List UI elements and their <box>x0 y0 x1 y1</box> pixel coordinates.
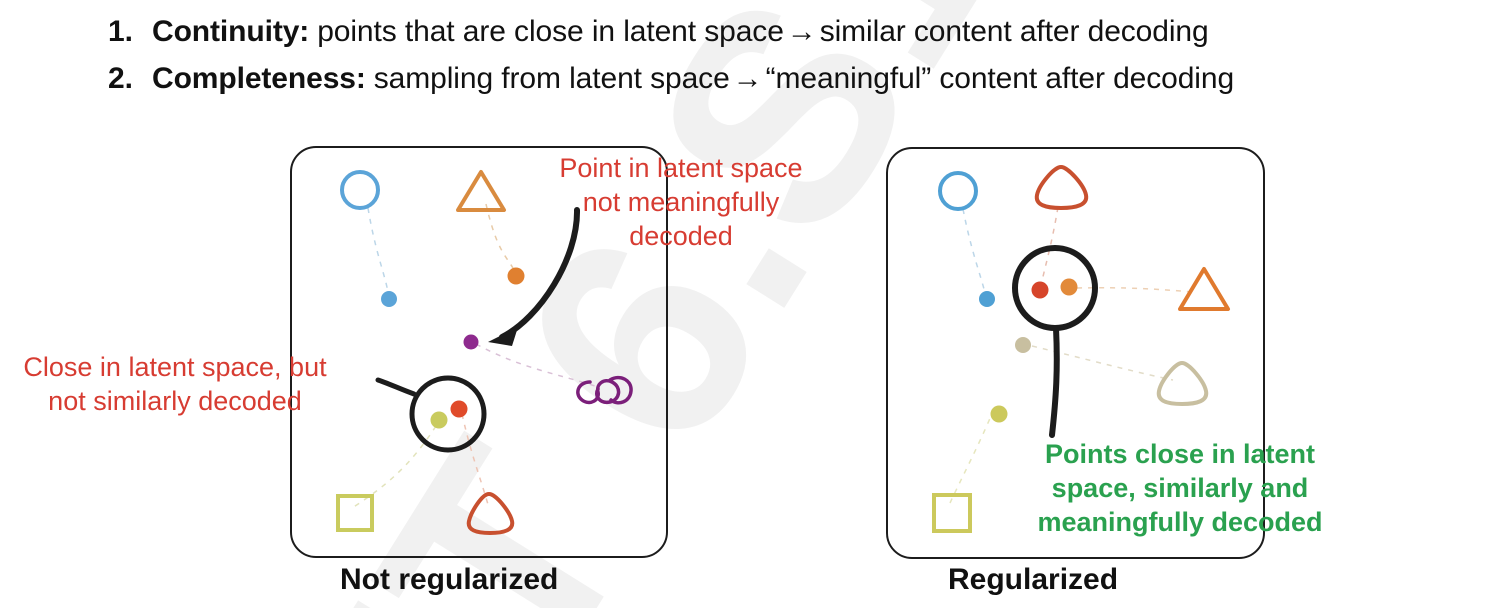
highlight-circle-left <box>409 375 487 453</box>
highlight-leader-line-right <box>1049 325 1060 438</box>
decoded-purple-squiggle <box>576 375 633 405</box>
bullet-text-after-arrow-1: similar content after decoding <box>819 15 1209 48</box>
connector-olive <box>351 425 437 509</box>
highlight-circle-right <box>1012 245 1098 331</box>
annotation-line: meaningfully decoded <box>1037 507 1323 537</box>
annotation-line: decoded <box>629 221 733 251</box>
regularized-diagram <box>932 165 1230 533</box>
connector-olive <box>949 408 995 504</box>
annotation-line: Close in latent space, but <box>23 352 327 382</box>
connector-red <box>461 413 490 509</box>
latent-point-tan <box>1015 337 1031 353</box>
bullet-text-before-arrow-1: points that are close in latent space <box>317 15 784 48</box>
bullet-text-before-arrow-2: sampling from latent space <box>373 62 730 95</box>
connector-blue <box>367 207 390 299</box>
bullet-item-1: 1. Continuity: points that are close in … <box>108 8 1488 55</box>
decoded-blue-circle <box>340 170 380 210</box>
bullet-text-after-arrow-2: “meaningful” content after decoding <box>765 62 1235 95</box>
regularized-latent-space-panel <box>886 147 1265 559</box>
decoded-red-blob <box>1034 165 1089 210</box>
annotation-close-not-similarly-decoded: Close in latent space, but not similarly… <box>8 350 342 418</box>
annotation-line: not meaningfully <box>582 187 780 217</box>
latent-point-orange <box>1060 278 1078 296</box>
not-regularized-latent-space-panel <box>290 146 668 558</box>
bullet-number-2: 2. <box>108 62 133 95</box>
annotation-point-not-meaningfully-decoded: Point in latent space not meaningfully d… <box>536 151 826 253</box>
caption-not-regularized: Not regularized <box>340 563 559 596</box>
connector-blue <box>962 208 987 298</box>
decoded-tan-blob <box>1156 361 1209 406</box>
highlight-leader-line-left <box>375 377 417 397</box>
bullet-term-continuity: Continuity: <box>152 15 310 48</box>
bullet-list: 1. Continuity: points that are close in … <box>108 8 1488 102</box>
decoded-orange-triangle <box>456 170 506 212</box>
connector-orange <box>1076 286 1193 293</box>
bullet-term-completeness: Completeness: <box>152 62 366 95</box>
latent-point-orange <box>507 267 525 285</box>
annotation-line: Point in latent space <box>559 153 803 183</box>
annotation-line: not similarly decoded <box>48 386 302 416</box>
annotation-points-close-meaningfully-decoded: Points close in latent space, similarly … <box>1000 437 1360 539</box>
decoded-blue-circle <box>938 171 978 211</box>
latent-point-olive <box>990 405 1008 423</box>
connector-purple <box>475 343 596 387</box>
latent-point-blue <box>381 291 397 307</box>
bullet-number-1: 1. <box>108 15 133 48</box>
latent-point-red <box>450 400 468 418</box>
latent-point-blue <box>979 291 995 307</box>
latent-point-purple <box>463 334 479 350</box>
connector-red <box>1041 206 1059 282</box>
latent-point-red <box>1031 281 1049 299</box>
right-arrow-icon-1: → <box>786 15 817 48</box>
decoded-brick-blob <box>466 492 515 535</box>
decoded-olive-square <box>932 493 972 533</box>
annotation-line: Points close in latent <box>1044 439 1316 469</box>
caption-regularized: Regularized <box>948 563 1119 596</box>
connector-tan <box>1031 345 1174 381</box>
bullet-item-2: 2. Completeness: sampling from latent sp… <box>108 55 1488 102</box>
callout-arrow-left <box>488 207 581 346</box>
decoded-olive-square <box>336 494 374 532</box>
connector-orange <box>485 203 517 275</box>
latent-point-olive <box>430 411 448 429</box>
decoded-orange-triangle <box>1178 267 1230 311</box>
right-arrow-icon-2: → <box>732 62 763 95</box>
not-regularized-diagram <box>336 170 633 535</box>
annotation-line: space, similarly and <box>1051 473 1309 503</box>
